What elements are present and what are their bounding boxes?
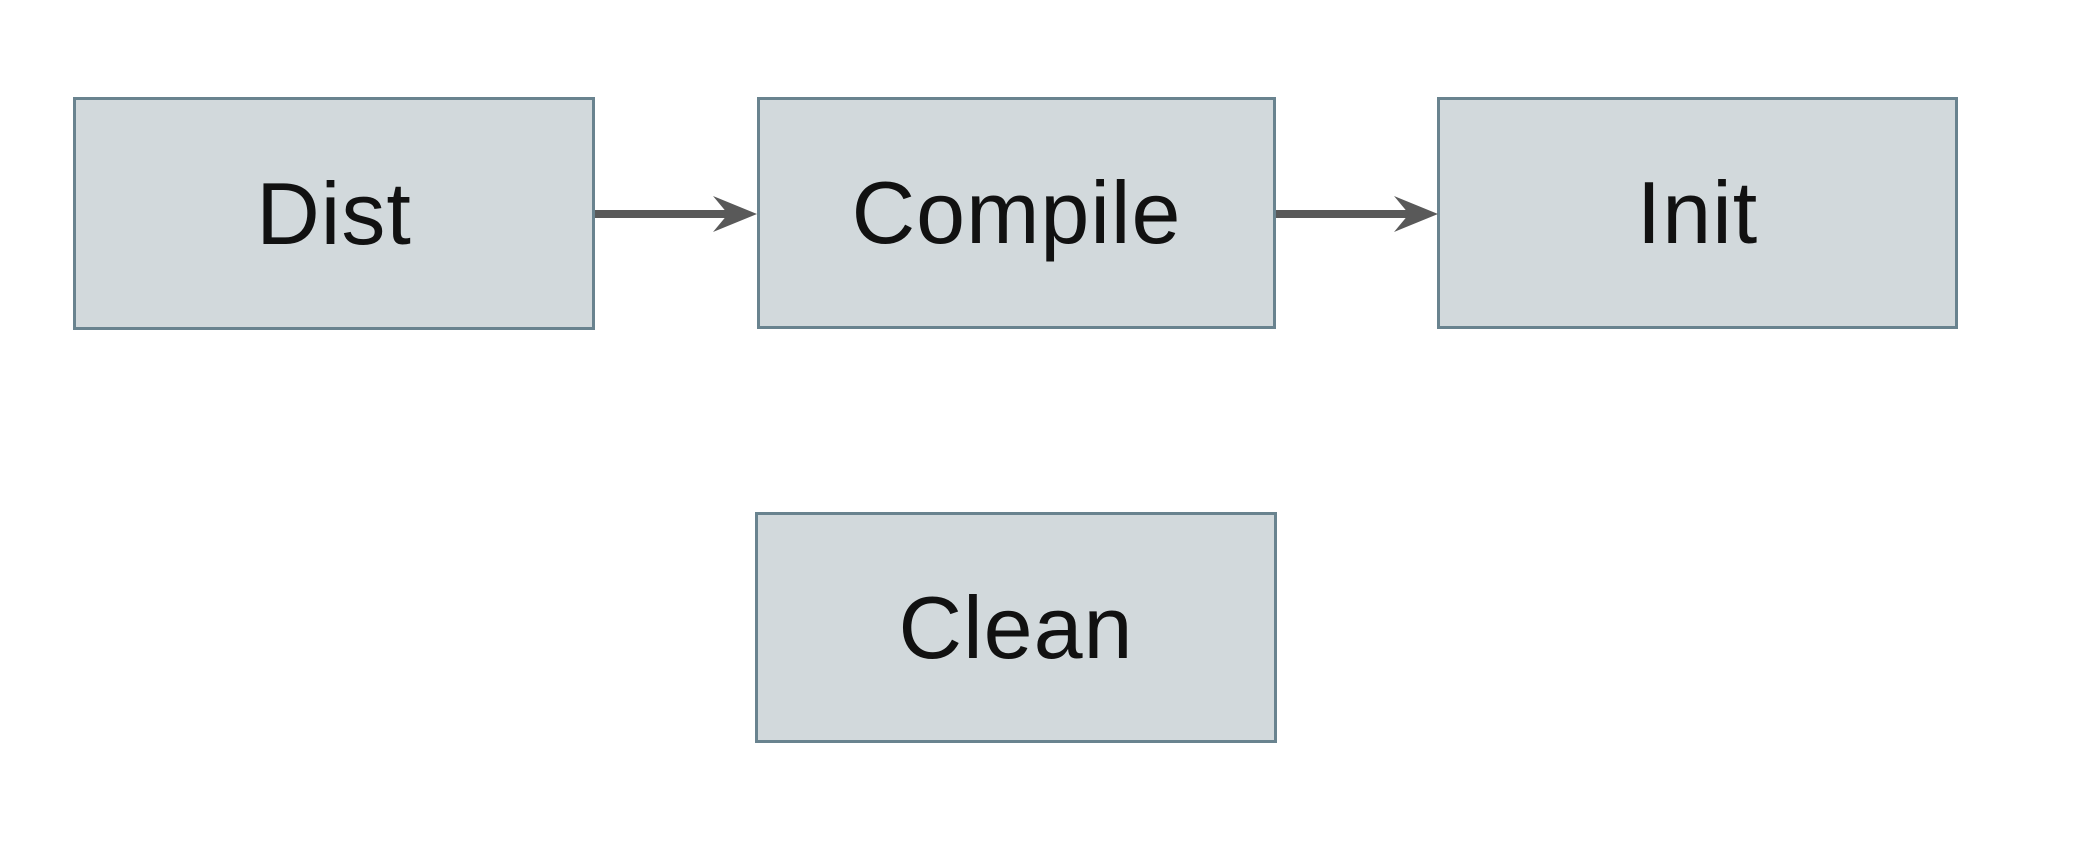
node-clean-label: Clean bbox=[898, 577, 1134, 677]
arrow-dist-to-compile-icon bbox=[595, 196, 757, 232]
arrow-compile-to-init-icon bbox=[1276, 196, 1438, 232]
node-dist-label: Dist bbox=[256, 163, 412, 263]
node-clean: Clean bbox=[755, 512, 1277, 743]
node-init-label: Init bbox=[1636, 163, 1759, 262]
node-compile: Compile bbox=[757, 97, 1276, 329]
node-dist: Dist bbox=[73, 97, 595, 330]
node-init: Init bbox=[1437, 97, 1958, 329]
node-compile-label: Compile bbox=[851, 163, 1182, 262]
